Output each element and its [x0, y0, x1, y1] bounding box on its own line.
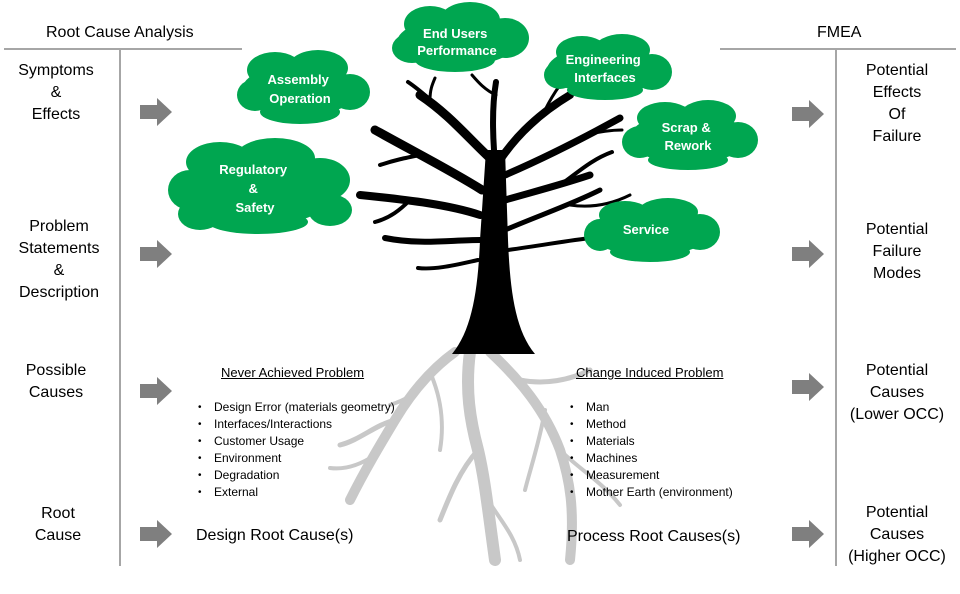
change-induced-list: Man Method Materials Machines Measuremen… [568, 399, 733, 501]
arrow-icon [140, 377, 172, 405]
list-item: Design Error (materials geometry) [198, 399, 395, 416]
cloud-label: End Users Performance [417, 26, 496, 58]
list-item: Measurement [570, 467, 733, 484]
arrow-icon [140, 520, 172, 548]
arrow-icon [792, 373, 824, 401]
list-item: External [198, 484, 395, 501]
left-label-symptoms: Symptoms & Effects [18, 62, 94, 123]
list-item: Mother Earth (environment) [570, 484, 733, 501]
left-label-possible-causes: Possible Causes [25, 362, 87, 401]
change-induced-title: Change Induced Problem [576, 365, 724, 380]
tree-trunk-icon [356, 73, 632, 354]
right-vertical-rule [835, 50, 837, 566]
cloud-engineering-interfaces: Engineering Interfaces [544, 34, 672, 100]
svg-text:Service: Service [623, 222, 669, 237]
right-label-failure-modes: Potential Failure Modes [865, 221, 929, 282]
left-label-root-cause: Root Cause [34, 505, 82, 544]
cloud-scrap-rework: Scrap & Rework [622, 100, 758, 170]
list-item: Degradation [198, 467, 395, 484]
arrow-icon [792, 520, 824, 548]
list-item: Interfaces/Interactions [198, 416, 395, 433]
design-root-cause: Design Root Cause(s) [196, 527, 354, 544]
cloud-assembly-operation: Assembly Operation [237, 50, 370, 124]
right-label-effects-of-failure: Potential Effects Of Failure [865, 62, 929, 145]
arrow-icon [792, 240, 824, 268]
right-header-rule [720, 48, 956, 50]
list-item: Machines [570, 450, 733, 467]
cloud-service: Service [584, 198, 720, 262]
svg-text:Assembly Operation: Assembly Operation [267, 72, 332, 106]
left-header-rule [4, 48, 242, 50]
right-label-causes-higher-occ: Potential Causes (Higher OCC) [848, 504, 946, 565]
arrow-icon [140, 240, 172, 268]
list-item: Customer Usage [198, 433, 395, 450]
cloud-regulatory-safety: Regulatory & Safety [168, 138, 352, 234]
svg-text:Engineering Interfaces: Engineering Interfaces [566, 52, 645, 85]
never-achieved-title: Never Achieved Problem [221, 365, 365, 380]
root-cause-analysis-header: Root Cause Analysis [46, 24, 194, 41]
left-label-problem-statements: Problem Statements & Description [18, 218, 100, 301]
svg-text:Scrap & Rework: Scrap & Rework [662, 120, 715, 153]
cloud-end-users-performance: End Users Performance [392, 2, 529, 72]
list-item: Environment [198, 450, 395, 467]
arrow-icon [792, 100, 824, 128]
never-achieved-list: Design Error (materials geometry) Interf… [196, 399, 395, 501]
list-item: Method [570, 416, 733, 433]
svg-text:Regulatory & Safet: Regulatory & Safety [219, 162, 291, 215]
fmea-header: FMEA [817, 24, 862, 41]
left-vertical-rule [119, 50, 121, 566]
right-label-causes-lower-occ: Potential Causes (Lower OCC) [849, 362, 945, 423]
process-root-cause: Process Root Causes(s) [567, 528, 741, 545]
list-item: Materials [570, 433, 733, 450]
list-item: Man [570, 399, 733, 416]
arrow-icon [140, 98, 172, 126]
